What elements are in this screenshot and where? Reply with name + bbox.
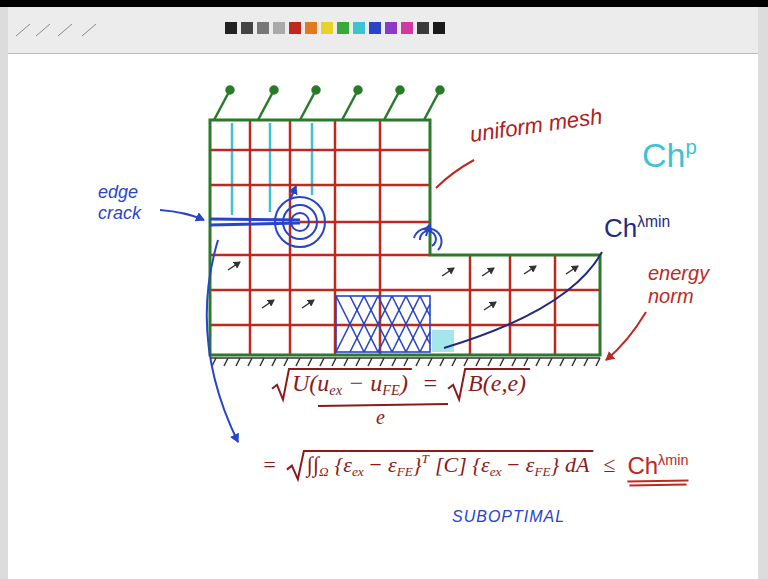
mesh-label: uniform mesh — [468, 104, 604, 148]
formula: {ε — [334, 452, 351, 477]
formula: ∫∫Ω{εex− εFE}T[C] {εex− εFE} dA — [307, 452, 589, 477]
formula-stroke — [627, 481, 688, 482]
formula-stroke — [448, 369, 530, 400]
subscript: FE — [382, 382, 400, 398]
note: SUBOPTIMAL — [452, 508, 565, 526]
superscript: T — [422, 451, 429, 466]
formula: = — [262, 452, 277, 477]
superscript: λmin — [658, 452, 688, 468]
subscript: ex — [352, 464, 364, 479]
formula-stroke — [287, 451, 593, 479]
subscript: FE — [534, 464, 550, 479]
norm-label: energy norm — [648, 262, 709, 307]
formula-stroke — [272, 369, 412, 400]
formula: − u — [348, 370, 382, 396]
convergence-rate: Chλmin — [604, 214, 670, 244]
formula: = — [262, 452, 277, 477]
formula: ≤ — [603, 452, 615, 477]
superscript: p — [685, 136, 696, 158]
mesh-label: uniform mesh — [468, 104, 603, 147]
norm-label: energy norm — [648, 262, 720, 308]
superscript: λmin — [637, 213, 670, 230]
convergence-rate: Chp — [642, 136, 697, 175]
note: SUBOPTIMAL — [452, 508, 565, 525]
formula: U(uex − uFE) — [292, 370, 408, 398]
formula: } dA — [551, 452, 590, 477]
subscript: Ω — [319, 464, 329, 479]
formula: − ε — [505, 452, 534, 477]
formula: [C] {ε — [435, 452, 490, 477]
error-symbol: e — [376, 406, 385, 429]
formula: U(u — [292, 370, 329, 396]
formula: = — [422, 370, 438, 396]
formula: − ε — [368, 452, 397, 477]
crack-label: edge crack — [98, 182, 141, 223]
formula: } — [413, 452, 422, 477]
formula: B(e,e) — [468, 370, 526, 396]
subscript: ex — [490, 464, 502, 479]
formula: ≤ — [603, 452, 615, 477]
error-symbol: e — [376, 406, 385, 428]
formula: ) — [400, 370, 408, 396]
crack-label: edge crack — [98, 182, 160, 223]
convergence-rate: Ch — [642, 136, 685, 174]
formula: Ch — [627, 452, 658, 479]
formula: Chλmin — [627, 452, 688, 480]
subscript: ex — [329, 382, 342, 398]
formula-stroke — [629, 485, 686, 486]
formula: ∫∫ — [307, 452, 319, 477]
subscript: FE — [397, 464, 413, 479]
convergence-rate: Ch — [604, 213, 637, 243]
formula: B(e,e) — [468, 370, 526, 398]
formula: = — [422, 370, 438, 398]
